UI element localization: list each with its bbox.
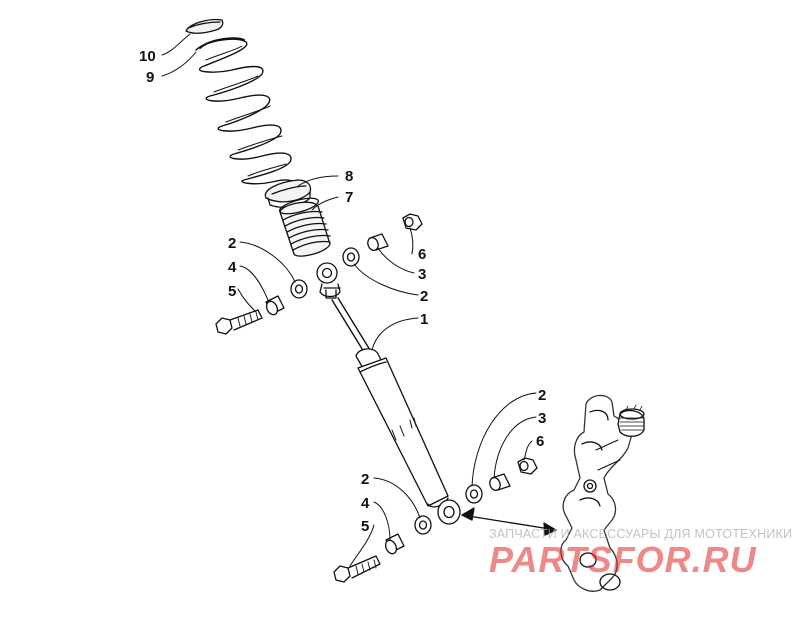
shock-upper-eye xyxy=(316,262,341,299)
part-10-spring-retainer xyxy=(185,18,224,34)
watermark-logo: PARTSFOR.RU xyxy=(489,539,757,580)
callout-6-upper: 6 xyxy=(418,246,426,263)
lower-bolt-5 xyxy=(333,555,381,583)
callout-7: 7 xyxy=(345,189,353,206)
part-9-coil-spring xyxy=(195,37,294,187)
upper-nut-6 xyxy=(402,213,423,231)
callout-4-lower: 4 xyxy=(361,495,370,512)
upper-bushing-2-right xyxy=(342,247,360,267)
callout-8: 8 xyxy=(345,168,353,185)
watermark-subtitle: ЗАПЧАСТИ И АКСЕССУАРЫ ДЛЯ МОТОТЕХНИКИ xyxy=(489,527,793,541)
upper-bushing-2-left xyxy=(290,279,308,299)
callout-6-lower: 6 xyxy=(536,433,544,450)
callout-5-lower: 5 xyxy=(361,518,369,535)
callout-3-upper: 3 xyxy=(418,266,426,283)
leader-lines xyxy=(161,33,537,567)
callout-9: 9 xyxy=(146,69,154,86)
connection-arrow xyxy=(461,507,557,536)
part-1-shock-absorber xyxy=(331,297,449,508)
callout-2-upper-left: 2 xyxy=(228,235,236,252)
callout-2-upper-right: 2 xyxy=(420,288,428,305)
callout-5-upper: 5 xyxy=(228,283,236,300)
callout-2-lower-left: 2 xyxy=(361,471,369,488)
lower-bushing-2-right xyxy=(465,484,483,504)
upper-sleeve-3 xyxy=(367,233,389,251)
lower-sleeve-3 xyxy=(489,473,511,491)
upper-sleeve-4 xyxy=(265,295,285,316)
lower-sleeve-4 xyxy=(384,533,405,555)
callout-1: 1 xyxy=(420,311,428,328)
spindle-knuckle-assembly xyxy=(560,394,645,592)
shock-lower-eye xyxy=(437,499,461,525)
part-7-bump-stop xyxy=(278,197,331,257)
upper-bolt-5 xyxy=(215,309,263,335)
lower-nut-6 xyxy=(517,457,538,475)
callout-3-lower: 3 xyxy=(538,410,546,427)
callout-2-lower-right: 2 xyxy=(538,387,546,404)
lower-bushing-2-left xyxy=(414,515,432,535)
callout-10: 10 xyxy=(139,48,156,65)
callout-4-upper: 4 xyxy=(228,259,237,276)
callout-labels: 10 9 8 7 2 4 5 6 3 2 1 2 3 6 2 4 5 xyxy=(139,48,546,535)
